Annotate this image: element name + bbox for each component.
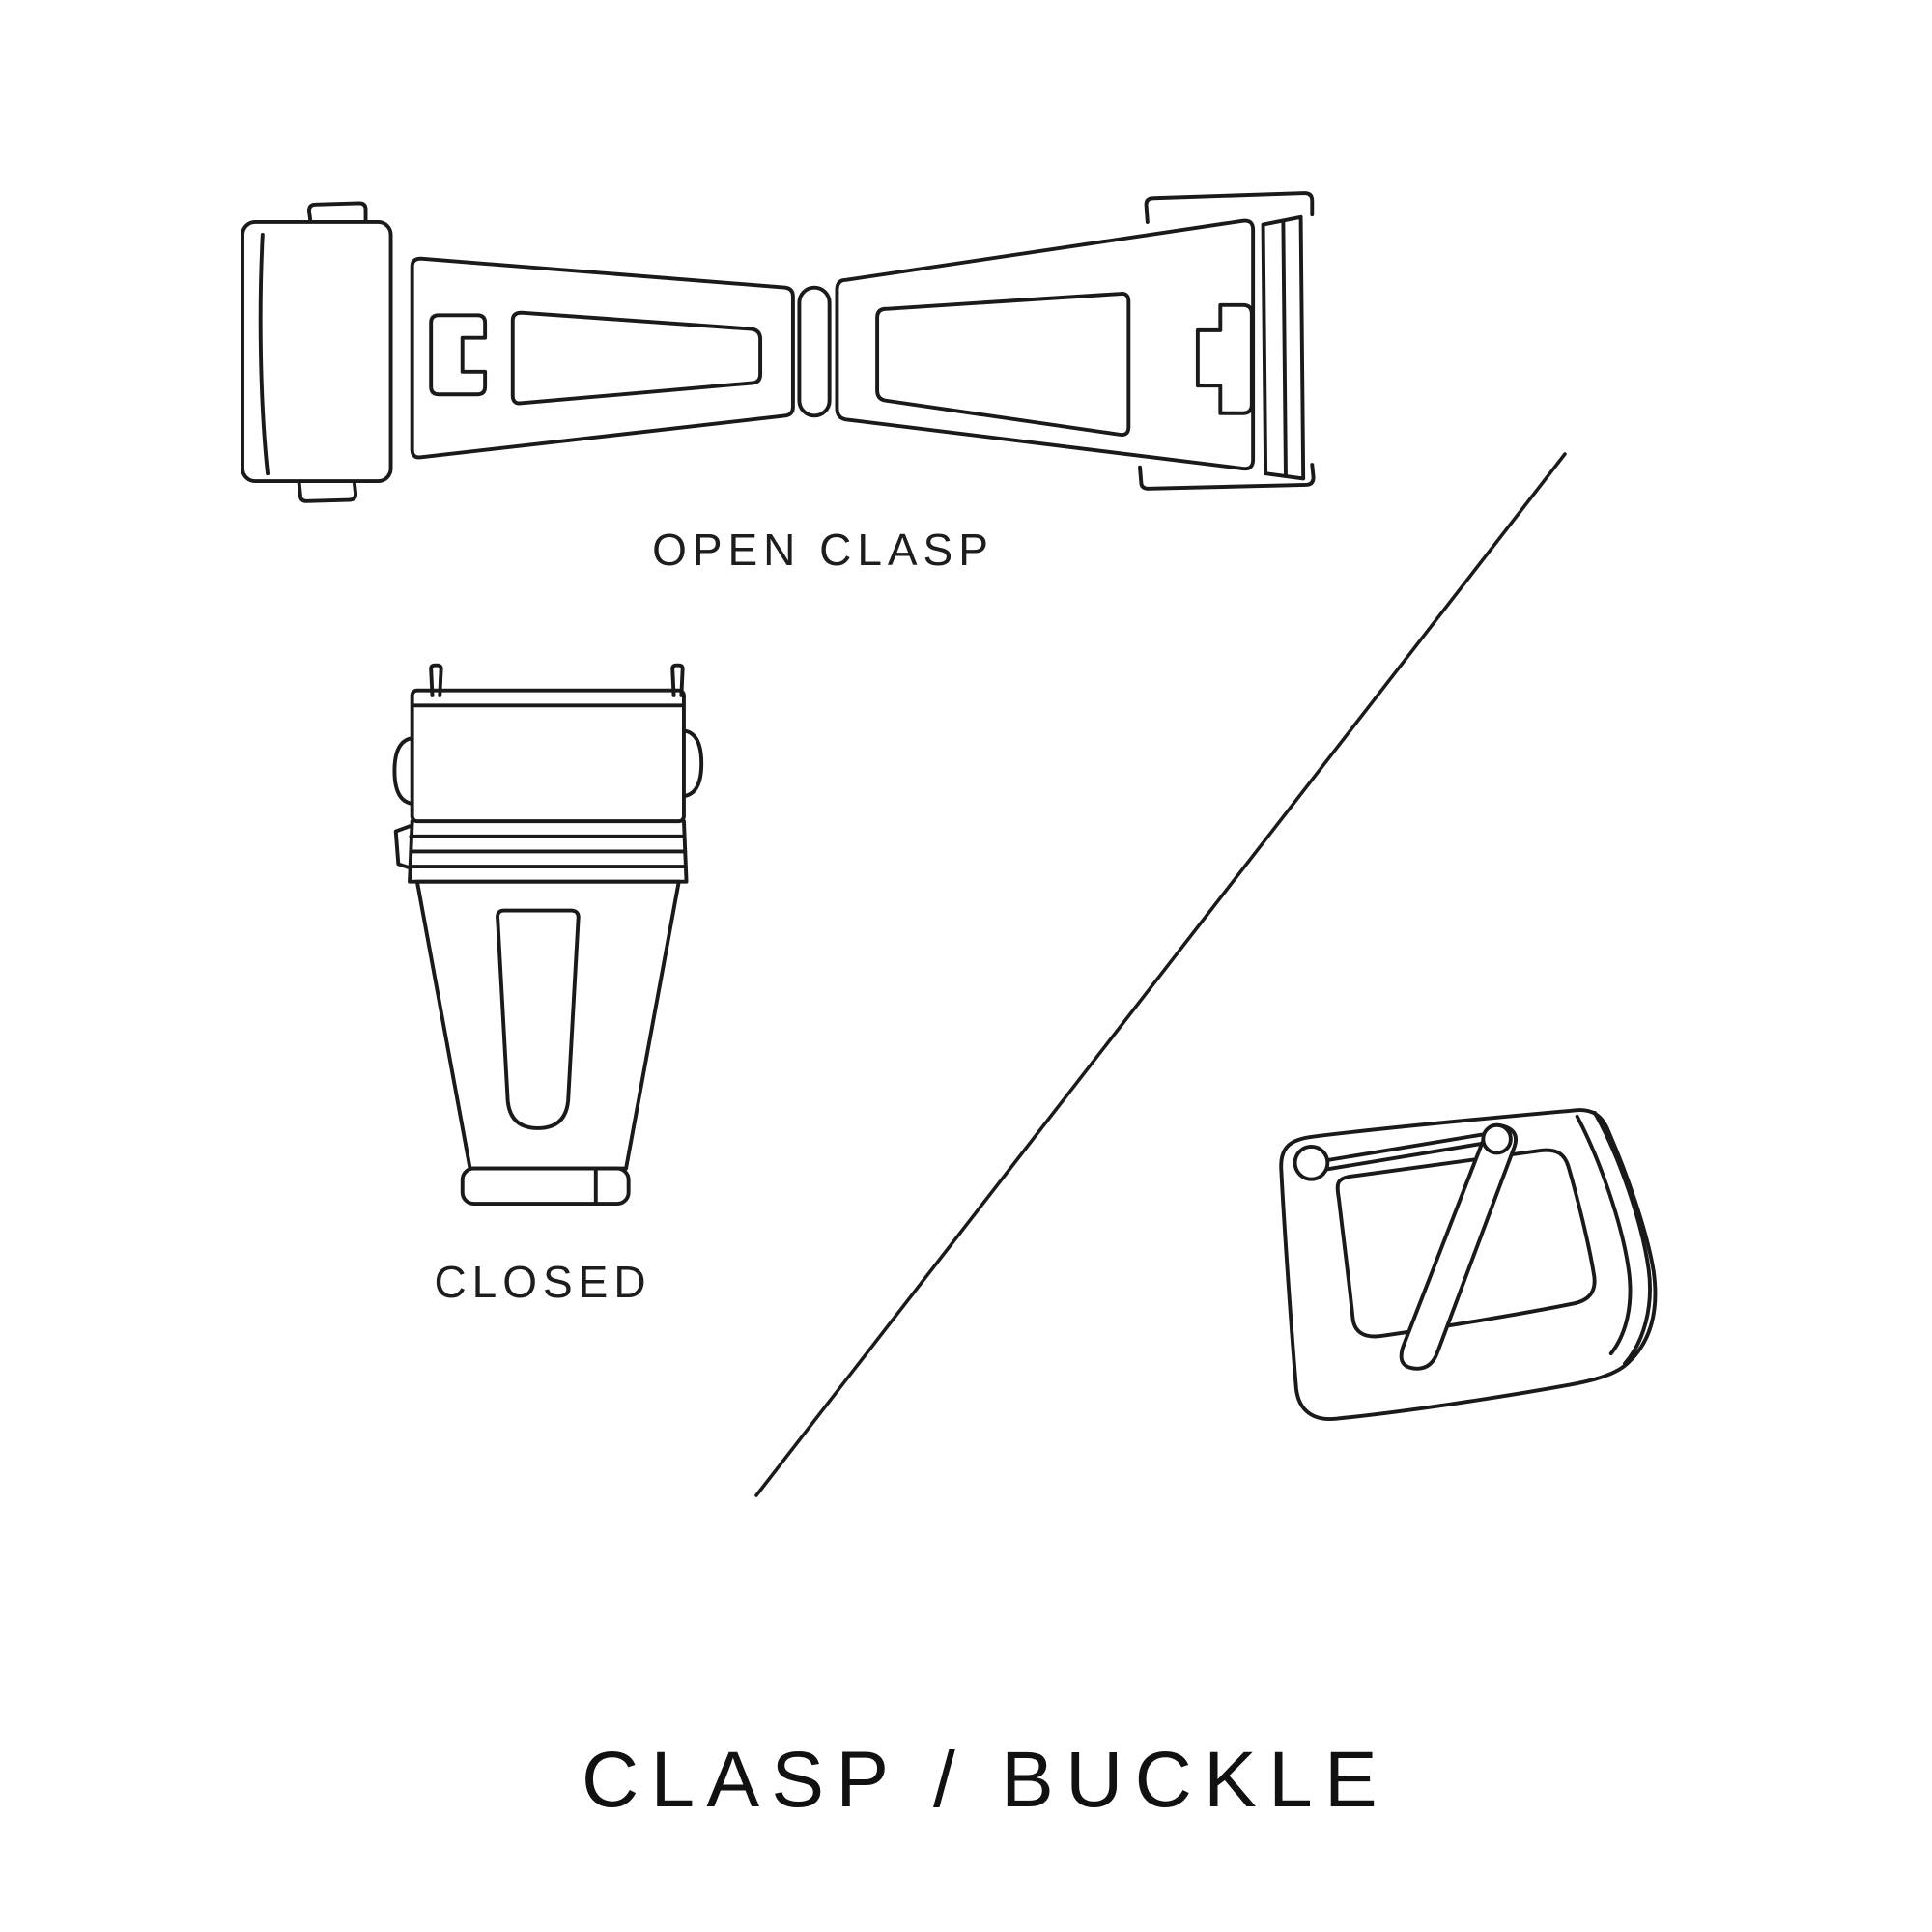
closed-label: CLOSED [434, 1257, 652, 1307]
diagram-title: CLASP / BUCKLE [581, 1736, 1390, 1824]
clasp-fold-band [393, 819, 689, 884]
open-clasp-illustration-icon [241, 191, 1316, 503]
buckle-frame [1279, 1108, 1658, 1421]
clasp-top-cover [392, 688, 704, 824]
clasp-bottom-bar [460, 1166, 631, 1206]
clasp-body [414, 879, 681, 1171]
clasp-hinge [797, 285, 832, 418]
closed-clasp-illustration-icon [392, 663, 704, 1206]
clasp-prongs [429, 663, 685, 697]
pin-buckle-illustration-icon [1279, 1108, 1658, 1421]
clasp-end-link [241, 201, 393, 503]
buckle-prong [1399, 1122, 1519, 1371]
buckle-pin-axle [1293, 1131, 1490, 1181]
clasp-right-arm [835, 191, 1316, 491]
clasp-left-arm [410, 256, 795, 460]
open-clasp-label: OPEN CLASP [652, 525, 994, 575]
